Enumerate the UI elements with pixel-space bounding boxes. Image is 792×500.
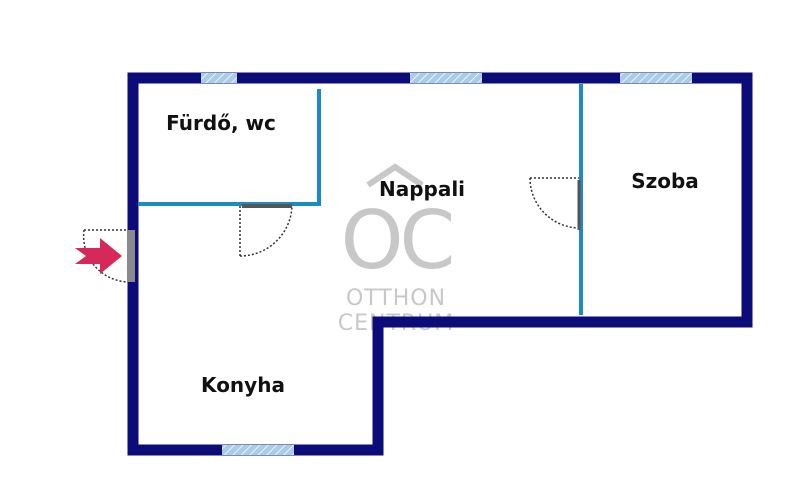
watermark: OC OTTHON CENTRUM [338, 163, 456, 336]
window-nappali [410, 73, 482, 83]
outer-wall [127, 72, 753, 456]
watermark-line1: OTTHON [346, 286, 446, 311]
window-konyha [222, 445, 294, 455]
room-label-szoba: Szoba [631, 169, 699, 193]
room-label-nappali: Nappali [379, 177, 465, 201]
watermark-logo: OC [341, 194, 452, 287]
watermark-roof-icon [366, 163, 424, 188]
window-furdo [201, 73, 237, 83]
door-bathroom [239, 204, 293, 257]
door-room [529, 177, 581, 230]
room-label-konyha: Konyha [201, 373, 285, 397]
windows [201, 73, 692, 455]
doors [82, 177, 581, 283]
room-label-furdo: Fürdő, wc [166, 111, 276, 135]
window-szoba [620, 73, 692, 83]
door-entrance [82, 229, 135, 283]
entrance-arrow-icon [75, 238, 122, 274]
